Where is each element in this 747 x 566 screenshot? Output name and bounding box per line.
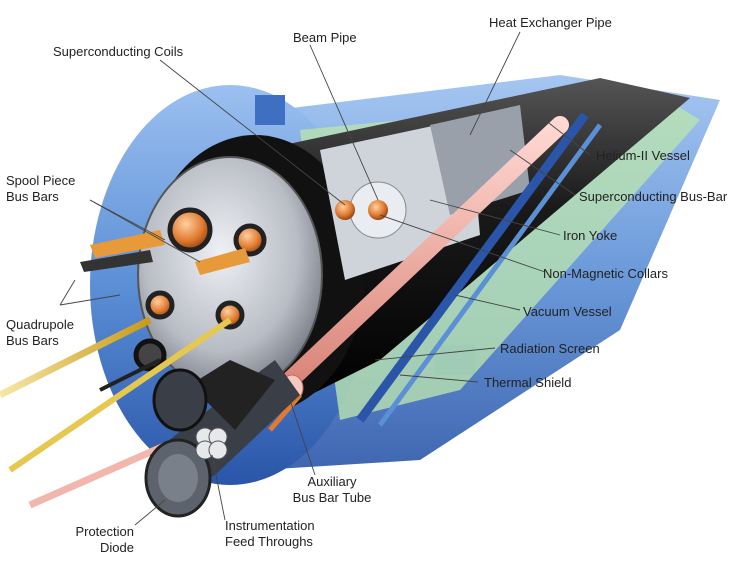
label-superconducting-coils: Superconducting Coils: [53, 44, 184, 59]
label-protection-diode-line2: Diode: [100, 540, 134, 555]
label-instrumentation-feed-throughs-line2: Feed Throughs: [225, 534, 313, 549]
label-quadrupole-bus-bars-line1: Quadrupole: [6, 317, 74, 332]
label-thermal-shield: Thermal Shield: [484, 375, 572, 390]
label-protection-diode-line1: Protection: [75, 524, 134, 539]
label-quadrupole-bus-bars-line2: Bus Bars: [6, 333, 59, 348]
label-vacuum-vessel: Vacuum Vessel: [523, 304, 612, 319]
label-auxiliary-bus-bar-tube-line1: Auxiliary: [307, 474, 357, 489]
label-beam-pipe: Beam Pipe: [293, 30, 357, 45]
label-helium-vessel: Helium-II Vessel: [596, 148, 690, 163]
label-instrumentation-feed-throughs-line1: Instrumentation: [225, 518, 315, 533]
label-iron-yoke: Iron Yoke: [563, 228, 618, 243]
label-spool-piece-bus-bars-line2: Bus Bars: [6, 189, 59, 204]
label-superconducting-bus-bar: Superconducting Bus-Bar: [579, 189, 728, 204]
label-auxiliary-bus-bar-tube-line2: Bus Bar Tube: [292, 490, 372, 505]
protection-diode-shape: [144, 360, 300, 518]
spool-bus-bars-shape: [80, 230, 250, 275]
leader-lines: [59, 31, 591, 526]
label-spool-piece-bus-bars-line1: Spool Piece: [6, 173, 76, 188]
blue-tubes: [356, 112, 603, 427]
label-radiation-screen: Radiation Screen: [500, 341, 600, 356]
label-heat-exchanger-pipe: Heat Exchanger Pipe: [489, 15, 612, 30]
end-face-plate: [133, 156, 323, 394]
label-non-magnetic-collars: Non-Magnetic Collars: [543, 266, 668, 281]
instrumentation-feed-throughs-shape: [152, 360, 275, 460]
